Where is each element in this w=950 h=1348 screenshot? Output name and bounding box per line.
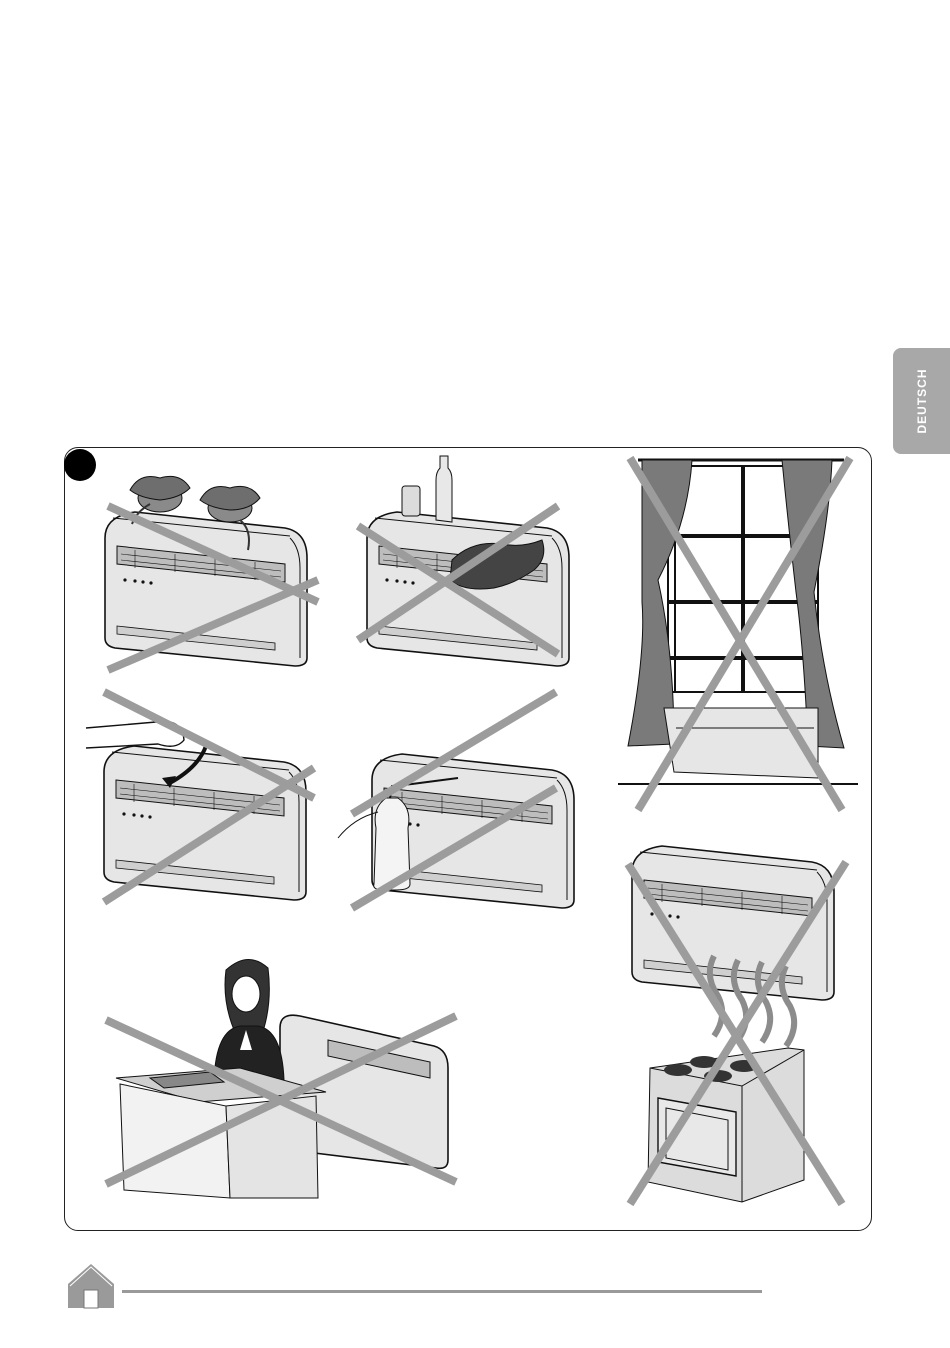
illustration-unit-above-stove xyxy=(618,830,864,1220)
illustration-bottles-on-top xyxy=(352,450,582,680)
illustration-spray-bottle xyxy=(338,688,584,918)
gas-stove xyxy=(648,1048,804,1202)
illustration-plants-on-top xyxy=(90,470,320,680)
illustration-hand-forcing-flap xyxy=(86,688,322,910)
language-tab: DEUTSCH xyxy=(893,348,950,454)
bottles xyxy=(402,456,452,522)
footer-rule xyxy=(122,1290,762,1293)
woman xyxy=(214,959,284,1080)
language-tab-label: DEUTSCH xyxy=(915,368,929,433)
illustration-woman-at-desk xyxy=(100,950,460,1210)
house-icon xyxy=(66,1262,116,1310)
illustration-window-curtains xyxy=(618,452,864,814)
